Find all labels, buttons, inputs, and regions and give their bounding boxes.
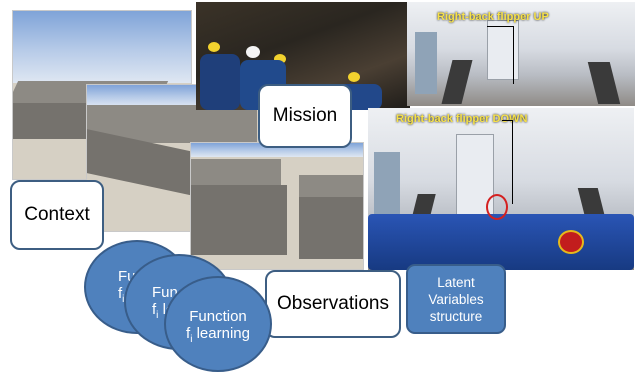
latent-line-2: Variables xyxy=(428,291,484,307)
highlight-circle xyxy=(486,194,508,220)
mission-label-text: Mission xyxy=(272,105,338,126)
robot-body xyxy=(368,214,634,270)
function-node-2-title: Fun xyxy=(152,284,178,301)
observation-photo-up: Right-back flipper UP xyxy=(407,2,635,106)
robot-flipper xyxy=(587,62,621,104)
observations-label-text: Observations xyxy=(277,293,389,314)
context-label: Context xyxy=(10,180,104,250)
worker-body xyxy=(200,54,240,110)
flipper-up-leader xyxy=(487,26,513,27)
flipper-up-leader xyxy=(513,26,514,84)
mission-label: Mission xyxy=(258,84,352,148)
function-node-3: Function fi learning xyxy=(164,276,272,372)
worker-helmet xyxy=(246,46,260,58)
worker-helmet xyxy=(208,42,220,52)
latent-line-1: Latent xyxy=(437,274,475,290)
scene-block xyxy=(299,175,363,197)
worker-helmet xyxy=(348,72,360,82)
flipper-up-label: Right-back flipper UP xyxy=(437,11,549,23)
cabinet xyxy=(415,32,437,94)
latent-variables-structure: Latent Variables structure xyxy=(406,264,506,334)
scene-block xyxy=(299,197,363,259)
observations-label: Observations xyxy=(265,270,401,338)
latent-line-3: structure xyxy=(429,308,483,324)
flipper-down-leader xyxy=(512,120,513,204)
door xyxy=(487,20,519,80)
emergency-stop xyxy=(558,230,584,254)
context-label-text: Context xyxy=(24,204,90,225)
flipper-down-label: Right-back flipper DOWN xyxy=(396,113,528,125)
robot-flipper xyxy=(441,60,473,104)
scene-block xyxy=(191,185,287,255)
function-node-3-symbol: fi learning xyxy=(186,325,250,345)
function-node-3-title: Function xyxy=(189,308,247,325)
scene-block xyxy=(191,159,281,185)
worker-helmet xyxy=(274,54,286,64)
observation-photo-down: Right-back flipper DOWN xyxy=(368,108,634,270)
context-scene-3 xyxy=(190,142,364,270)
flipper-down-leader xyxy=(502,120,512,121)
function-node-1-symbol: fi xyxy=(118,285,124,305)
